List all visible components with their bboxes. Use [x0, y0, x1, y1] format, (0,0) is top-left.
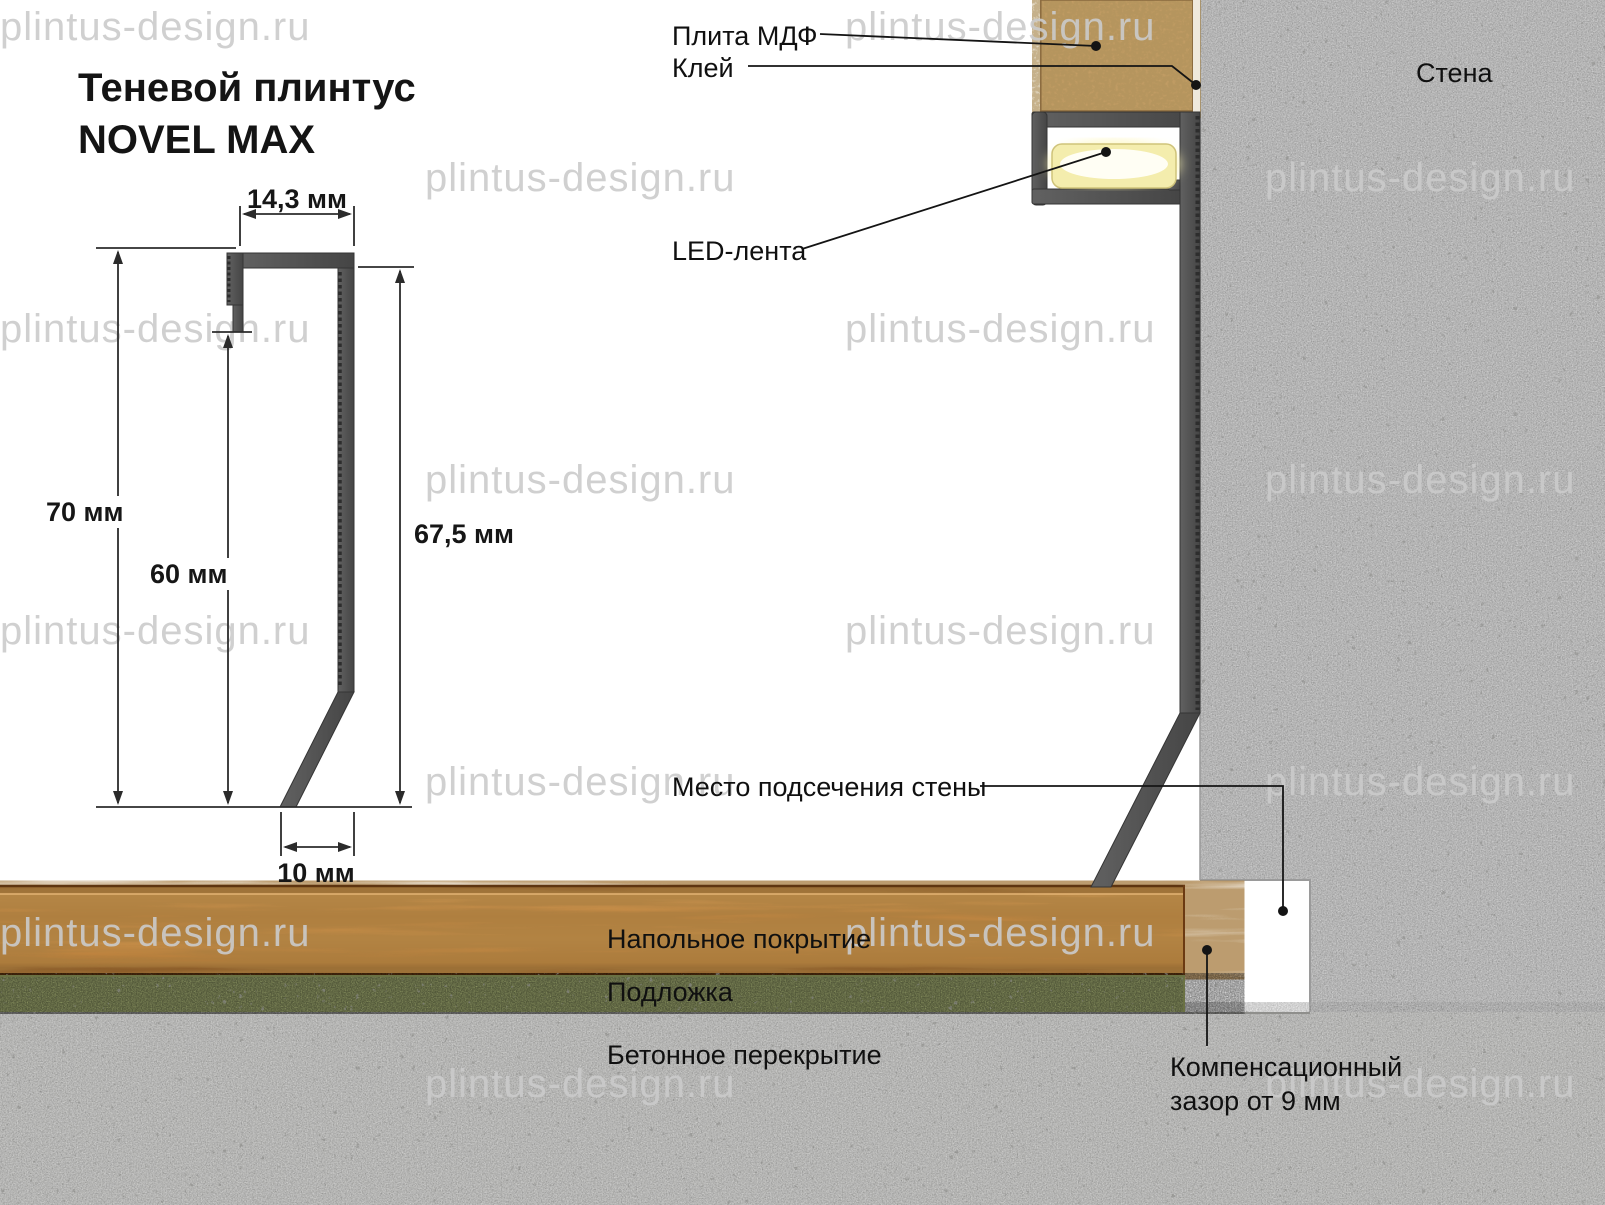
profile-left-cap [1031, 111, 1048, 206]
drawing-top-flange [239, 252, 355, 269]
label-wall: Стена [1416, 58, 1493, 88]
profile-bottom-flange [1031, 188, 1185, 205]
watermark-text: plintus-design.ru [425, 1062, 736, 1106]
label-glue: Клей [672, 53, 734, 83]
title-line2: NOVEL MAX [78, 118, 316, 162]
gap-label-line1: Компенсационный [1170, 1052, 1403, 1082]
label-mdf-board: Плита МДФ [672, 21, 818, 51]
leader-lines [748, 33, 1284, 1046]
watermark-text: plintus-design.ru [0, 911, 311, 955]
drawing-hook-lip [232, 304, 244, 333]
leader-undercut [980, 785, 1284, 911]
mdf-board [1040, 0, 1200, 112]
led-strip [1048, 142, 1180, 189]
watermark-text: plintus-design.ru [1265, 156, 1576, 200]
watermark-text: plintus-design.ru [845, 609, 1156, 653]
profile-dimension-drawing [226, 252, 355, 808]
wall-section [1199, 0, 1605, 1012]
dimension-arrows [113, 209, 405, 852]
title-line1: Теневой плинтус [78, 66, 416, 110]
dim-overall-height: 70 мм [42, 496, 128, 529]
leader-mdf [819, 33, 1097, 47]
page-title: Теневой плинтус NOVEL MAX [78, 62, 416, 166]
label-led-strip: LED-лента [672, 236, 807, 266]
watermark-text: plintus-design.ru [0, 609, 311, 653]
label-underlay: Подложка [607, 977, 733, 1007]
label-floor-covering: Напольное покрытие [607, 924, 872, 954]
watermark-text: plintus-design.ru [1265, 1062, 1576, 1106]
dim-inner-height: 60 мм [146, 558, 232, 591]
watermark-text: plintus-design.ru [1265, 760, 1576, 804]
profile-foot [1090, 712, 1201, 888]
watermark-text: plintus-design.ru [845, 307, 1156, 351]
leader-dots [1091, 41, 1288, 955]
watermark-text: plintus-design.ru [0, 307, 311, 351]
wall-undercut-edge [1200, 879, 1311, 1012]
label-concrete-slab: Бетонное перекрытие [607, 1040, 882, 1070]
watermark-text: plintus-design.ru [0, 5, 311, 49]
led-lens [1060, 149, 1168, 179]
leader-glue [748, 65, 1197, 86]
leader-led [801, 151, 1107, 250]
watermark-text: plintus-design.ru [845, 911, 1156, 955]
watermark-text: plintus-design.ru [425, 458, 736, 502]
skirting-profile [1031, 111, 1201, 888]
dim-top-width: 14,3 мм [247, 184, 347, 214]
label-compensation-gap: Компенсационный зазор от 9 мм [1170, 1051, 1402, 1119]
concrete-slab [0, 1012, 1605, 1205]
dim-web-height: 67,5 мм [414, 519, 514, 549]
watermark-layer: plintus-design.ru plintus-design.ru plintu… [0, 5, 1576, 1106]
gap-label-line2: зазор от 9 мм [1170, 1085, 1341, 1116]
dim-base-width: 10 мм [277, 858, 355, 888]
watermark-text: plintus-design.ru [425, 156, 736, 200]
watermark-text: plintus-design.ru [425, 760, 736, 804]
watermark-text: plintus-design.ru [1265, 458, 1576, 502]
label-wall-undercut: Место подсечения стены [672, 772, 987, 802]
underlay-layer [0, 975, 1185, 1012]
floor-covering [0, 884, 1185, 975]
glue-layer [1193, 0, 1200, 112]
profile-top-flange [1031, 111, 1201, 128]
